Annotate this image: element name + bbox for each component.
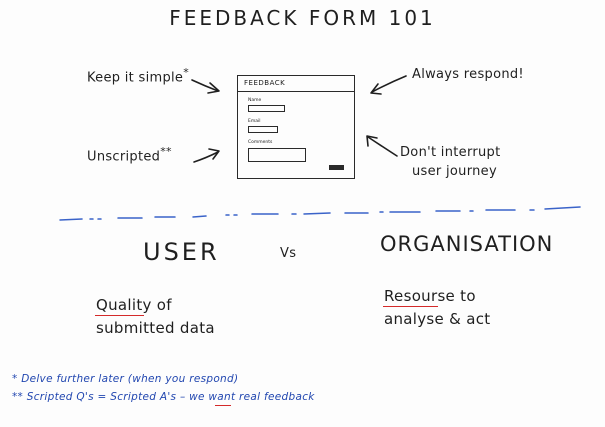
real-underline bbox=[215, 405, 231, 406]
arrow-keep-simple-head bbox=[207, 82, 220, 94]
arrow-always-respond-head bbox=[370, 83, 382, 95]
note-dont-interrupt-line1: Don't interrupt bbox=[400, 145, 501, 160]
note-unscripted: Unscripted** bbox=[87, 145, 172, 164]
form-sketch-email-box bbox=[248, 126, 278, 133]
quality-underline bbox=[95, 315, 144, 316]
page-title: FEEDBACK FORM 101 bbox=[169, 6, 436, 30]
heading-user: USER bbox=[143, 238, 220, 266]
asterisk-mark: * bbox=[183, 66, 190, 79]
note-dont-interrupt-line2: user journey bbox=[412, 164, 497, 179]
note-keep-simple-text: Keep it simple bbox=[87, 70, 184, 86]
form-sketch-label-comments: Comments bbox=[248, 140, 273, 145]
form-sketch-label-email: Email bbox=[248, 119, 261, 124]
arrow-unscripted-head bbox=[208, 148, 220, 160]
footnote-single-asterisk: * Delve further later (when you respond) bbox=[12, 373, 239, 385]
resourse-underline bbox=[383, 306, 438, 307]
arrow-dont-interrupt-head bbox=[366, 135, 378, 147]
user-point-line1: Quality of bbox=[96, 296, 172, 314]
form-sketch-title: FEEDBACK bbox=[244, 79, 286, 87]
org-point-line1: Resourse to bbox=[384, 287, 476, 305]
form-sketch-label-name: Name bbox=[248, 98, 262, 103]
form-sketch-comments-box bbox=[248, 148, 306, 162]
form-sketch-divider bbox=[238, 91, 354, 92]
heading-organisation: ORGANISATION bbox=[380, 232, 554, 256]
form-sketch-name-box bbox=[248, 105, 285, 112]
heading-vs: Vs bbox=[280, 246, 297, 261]
footnote-double-asterisk: ** Scripted Q's = Scripted A's – we want… bbox=[12, 391, 315, 403]
arrow-always-respond bbox=[371, 75, 407, 93]
form-sketch-submit-button bbox=[329, 165, 344, 170]
note-keep-simple: Keep it simple* bbox=[87, 66, 189, 85]
feedback-form-sketch: FEEDBACK Name Email Comments bbox=[237, 75, 355, 179]
note-always-respond: Always respond! bbox=[412, 67, 524, 82]
user-point-line2: submitted data bbox=[96, 319, 215, 337]
org-point-line2: analyse & act bbox=[384, 310, 491, 328]
double-asterisk-mark: ** bbox=[160, 145, 172, 158]
arrow-keep-simple bbox=[191, 79, 219, 92]
arrow-dont-interrupt bbox=[367, 136, 398, 157]
section-divider bbox=[59, 206, 581, 221]
arrow-unscripted bbox=[193, 151, 219, 163]
note-unscripted-text: Unscripted bbox=[87, 149, 161, 165]
